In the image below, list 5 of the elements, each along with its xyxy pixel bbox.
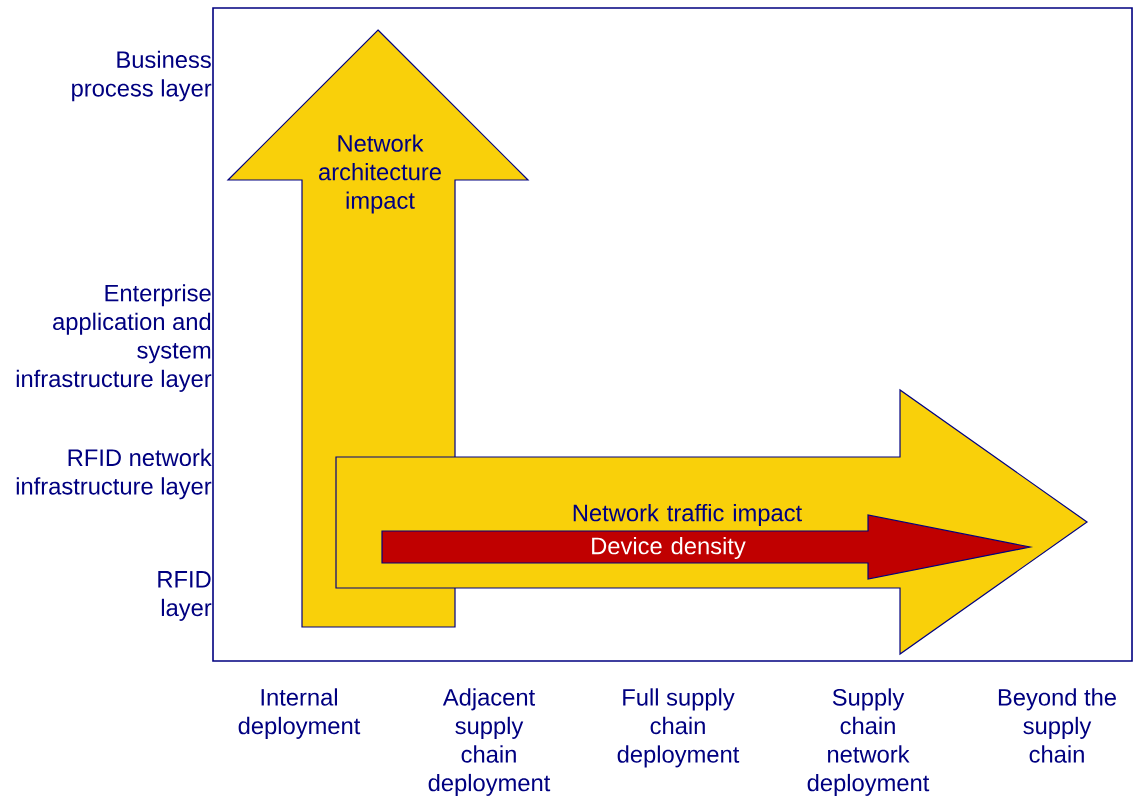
axis-label: Beyond the supply chain (998, 688, 1116, 763)
axis-label: Supply chain network deployment (807, 688, 930, 796)
axis-label: Adjacent supply chain deployment (428, 688, 551, 796)
axis-label: Internal deployment (238, 688, 361, 739)
axis-label: Full supply chain deployment (617, 688, 740, 768)
